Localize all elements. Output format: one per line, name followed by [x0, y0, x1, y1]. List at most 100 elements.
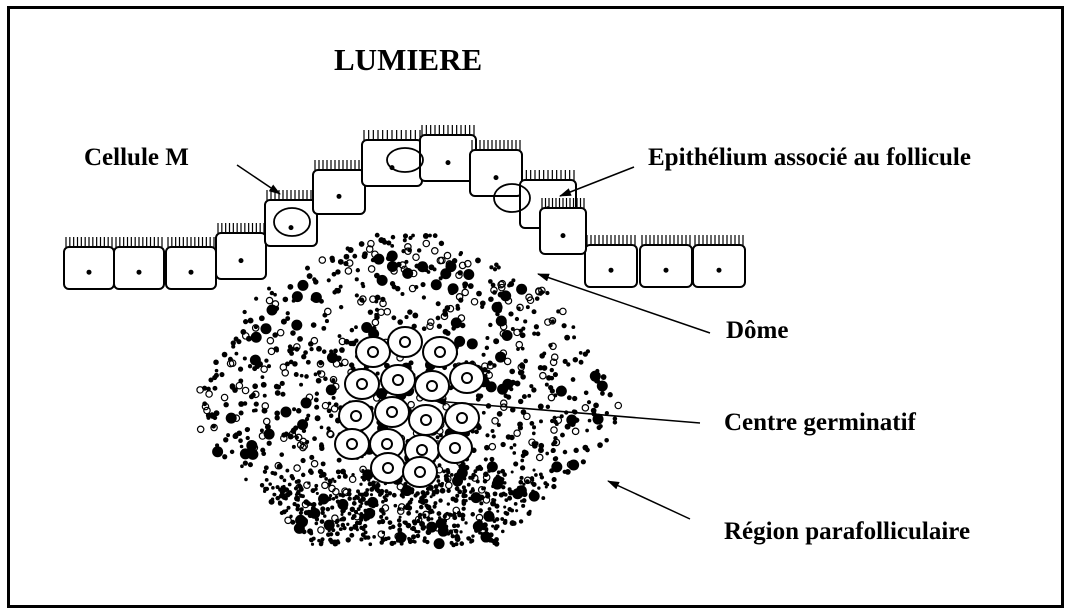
- germinal-cell: [371, 453, 405, 483]
- stipple-dot: [223, 437, 228, 442]
- stipple-dot: [375, 308, 379, 312]
- small-cell: [551, 427, 557, 433]
- stipple-dot: [202, 401, 207, 406]
- germinal-cell: [450, 363, 484, 393]
- small-cell: [524, 413, 530, 419]
- stipple-dot: [490, 538, 494, 542]
- stipple-dot: [366, 535, 370, 539]
- stipple-dot: [244, 478, 248, 482]
- stipple-dot: [401, 249, 405, 253]
- stipple-dot: [275, 415, 280, 420]
- stipple-dot: [288, 483, 292, 487]
- stipple-dot: [397, 507, 401, 511]
- dark-cell: [247, 449, 258, 460]
- stipple-dot: [293, 502, 297, 506]
- stipple-dot: [335, 495, 339, 499]
- dark-cell: [387, 251, 398, 262]
- stipple-dot: [359, 241, 365, 247]
- small-cell: [319, 257, 325, 263]
- stipple-dot: [444, 525, 448, 529]
- stipple-dot: [560, 414, 564, 418]
- stipple-dot: [393, 504, 397, 508]
- stipple-dot: [529, 421, 534, 426]
- stipple-dot: [492, 434, 496, 438]
- stipple-dot: [255, 364, 260, 369]
- cell-nucleus: [137, 270, 142, 275]
- stipple-dot: [314, 522, 318, 526]
- small-cell: [462, 289, 468, 295]
- small-cell: [572, 428, 578, 434]
- stipple-dot: [261, 382, 267, 388]
- stipple-dot: [214, 410, 220, 416]
- dark-cell: [467, 338, 478, 349]
- stipple-dot: [234, 432, 239, 437]
- stipple-dot: [545, 291, 549, 295]
- cell-nucleus: [239, 258, 244, 263]
- stipple-dot: [364, 517, 368, 521]
- small-cell: [471, 299, 477, 305]
- stipple-dot: [337, 475, 341, 479]
- stipple-dot: [303, 350, 308, 355]
- stipple-dot: [395, 286, 400, 291]
- stipple-dot: [291, 430, 296, 435]
- stipple-dot: [570, 415, 574, 419]
- stipple-dot: [438, 516, 441, 519]
- stipple-dot: [246, 336, 252, 342]
- stipple-dot: [506, 395, 511, 400]
- stipple-dot: [534, 473, 538, 477]
- dark-cell: [387, 261, 398, 272]
- stipple-dot: [422, 539, 426, 543]
- stipple-dot: [585, 429, 589, 433]
- stipple-dot: [246, 436, 250, 440]
- dark-cell: [301, 397, 312, 408]
- stipple-dot: [520, 374, 526, 380]
- stipple-dot: [336, 524, 339, 527]
- stipple-dot: [500, 517, 504, 521]
- stipple-dot: [562, 323, 567, 328]
- small-cell: [236, 382, 242, 388]
- stipple-dot: [434, 484, 439, 489]
- stipple-dot: [521, 370, 525, 374]
- stipple-dot: [451, 534, 455, 538]
- stipple-dot: [388, 520, 393, 525]
- small-cell: [221, 394, 227, 400]
- stipple-dot: [259, 315, 265, 321]
- stipple-dot: [584, 390, 589, 395]
- stipple-dot: [263, 470, 267, 474]
- stipple-dot: [464, 521, 467, 524]
- stipple-dot: [518, 399, 523, 404]
- stipple-dot: [608, 392, 613, 397]
- dark-cell: [377, 275, 388, 286]
- stipple-dot: [316, 346, 322, 352]
- stipple-dot: [279, 475, 283, 479]
- stipple-dot: [433, 505, 437, 509]
- stipple-dot: [515, 509, 518, 512]
- stipple-dot: [279, 452, 284, 457]
- stipple-dot: [263, 394, 267, 398]
- stipple-dot: [519, 329, 523, 333]
- stipple-dot: [314, 484, 318, 488]
- stipple-dot: [593, 402, 599, 408]
- stipple-dot: [433, 501, 437, 505]
- small-cell: [311, 460, 317, 466]
- dark-cell: [434, 538, 445, 549]
- stipple-dot: [333, 349, 338, 354]
- stipple-dot: [372, 505, 376, 509]
- stipple-dot: [437, 511, 442, 516]
- stipple-dot: [365, 488, 369, 492]
- stipple-dot: [408, 500, 413, 505]
- stipple-dot: [285, 509, 288, 512]
- stipple-dot: [329, 349, 333, 353]
- stipple-dot: [424, 503, 428, 507]
- stipple-dot: [273, 293, 277, 297]
- stipple-dot: [572, 396, 577, 401]
- stipple-dot: [507, 496, 512, 501]
- stipple-dot: [459, 530, 462, 533]
- stipple-dot: [324, 477, 328, 481]
- stipple-dot: [493, 499, 496, 502]
- stipple-dot: [346, 523, 349, 526]
- stipple-dot: [328, 479, 332, 483]
- small-cell: [267, 337, 273, 343]
- stipple-dot: [542, 352, 546, 356]
- small-cell: [514, 430, 520, 436]
